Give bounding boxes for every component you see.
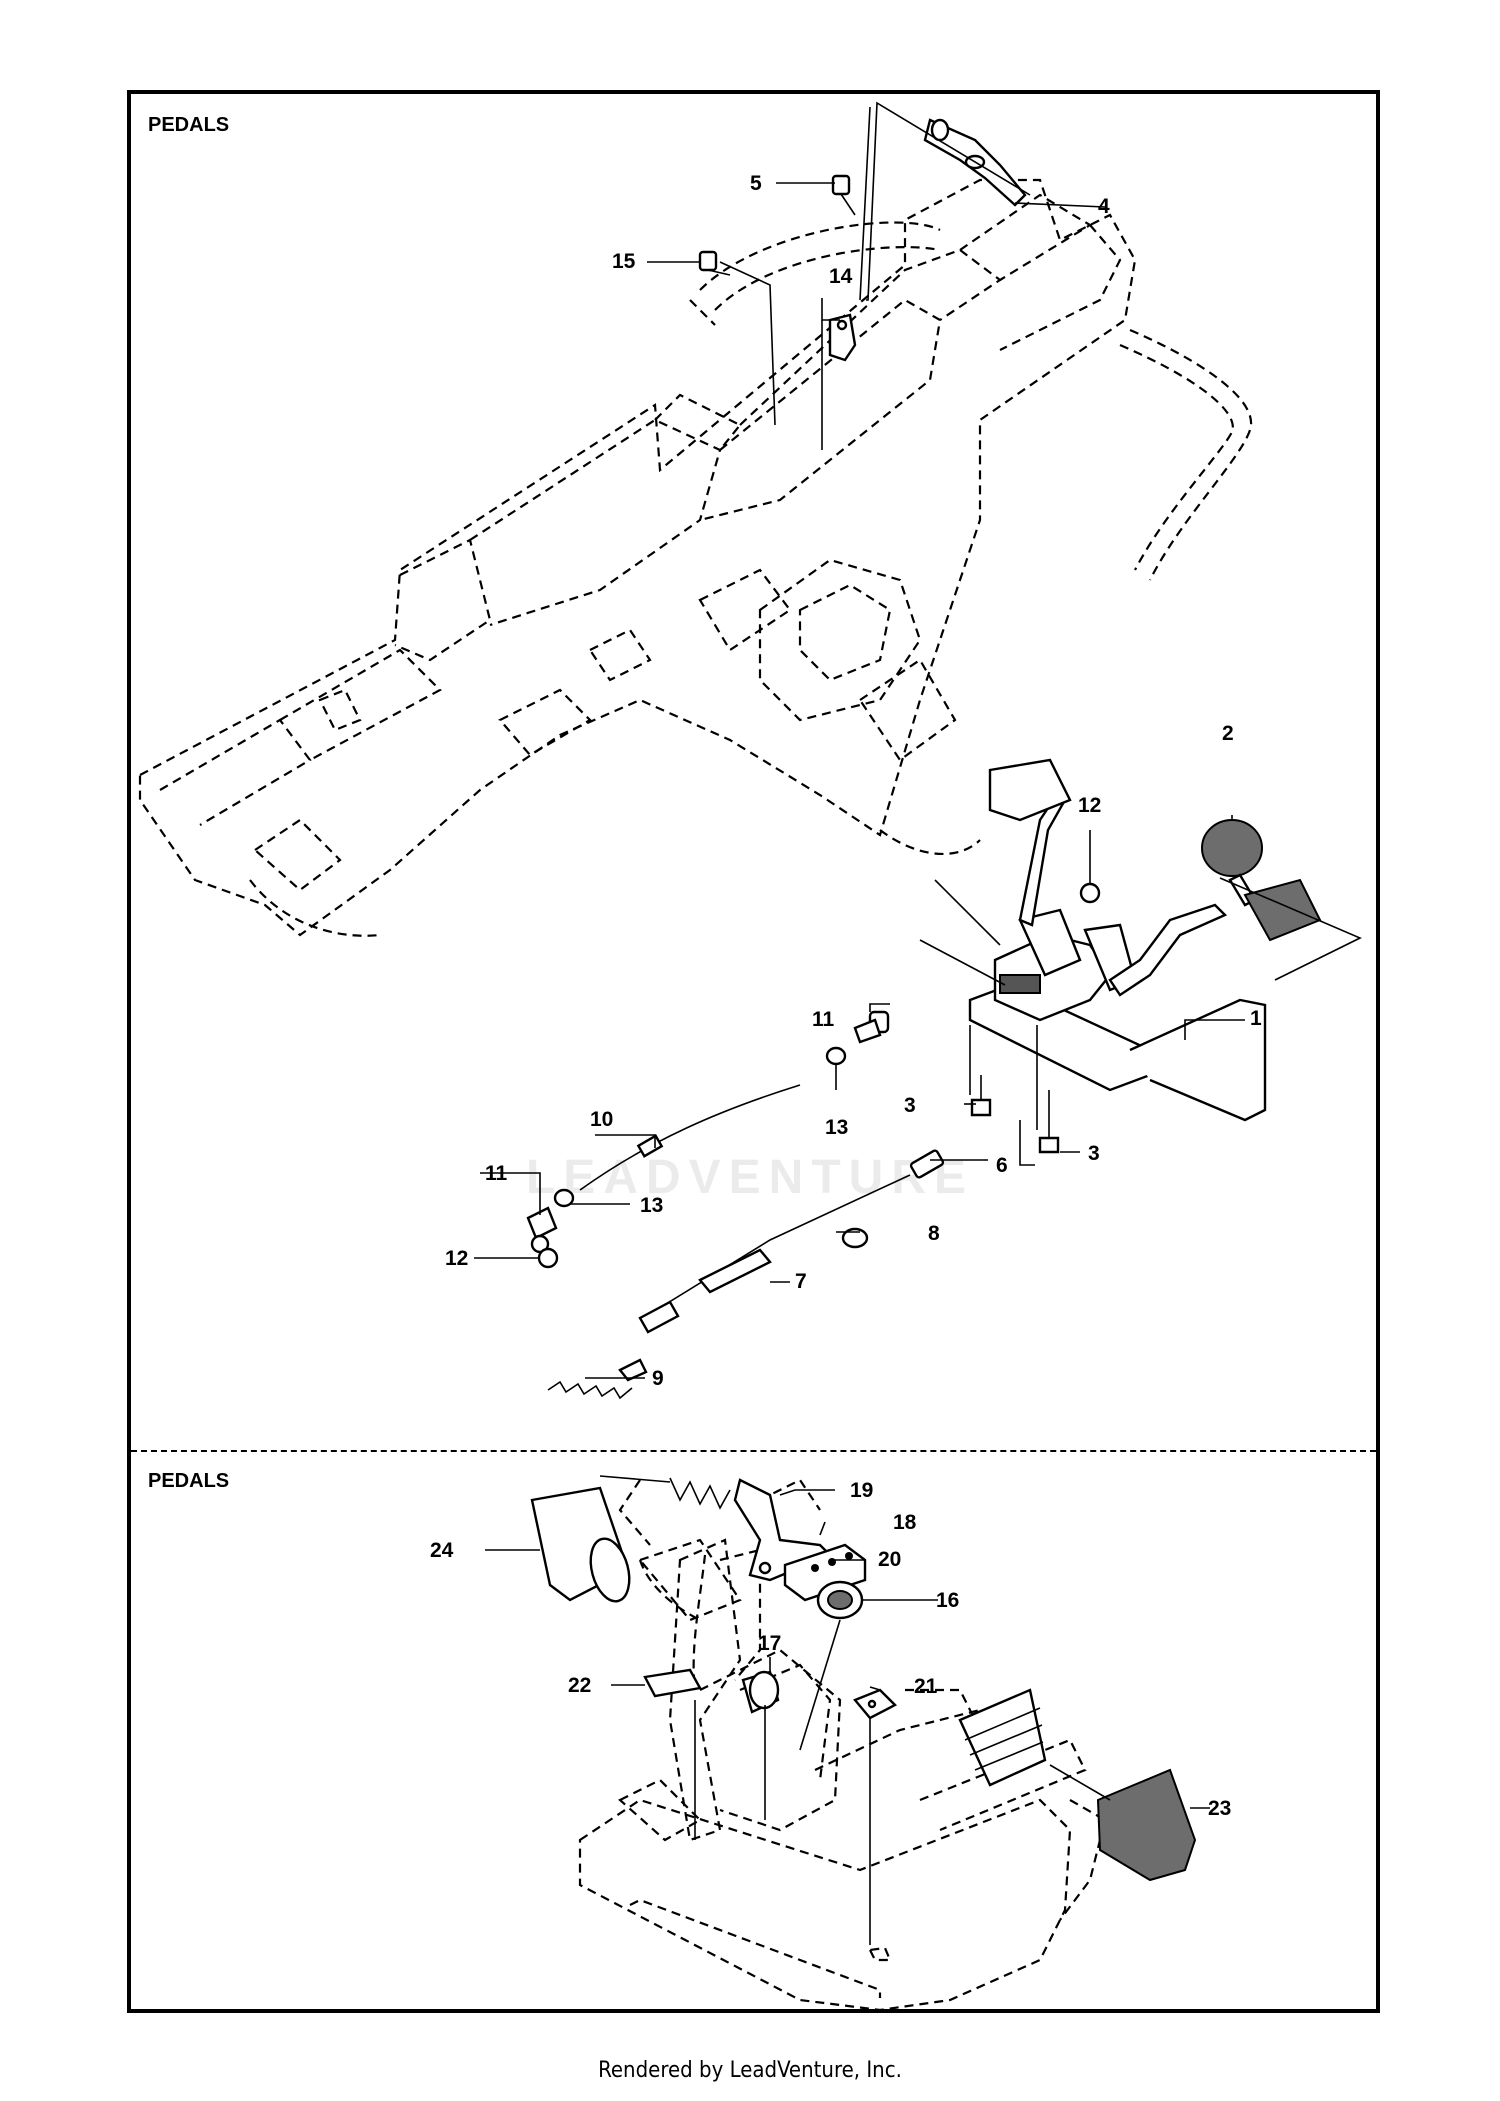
- part-11-ball-joint-upper: [853, 1010, 890, 1044]
- callout-22: 22: [568, 1674, 591, 1697]
- footer-credit: Rendered by LeadVenture, Inc.: [598, 2058, 902, 2083]
- callout-8: 8: [928, 1222, 940, 1245]
- part-8-clip: [841, 1227, 869, 1249]
- part-upper-pedal-pad: [988, 758, 1072, 822]
- part-1-pedal-assembly: [968, 787, 1267, 1122]
- callout-15: 15: [612, 250, 636, 273]
- part-21-clip: [853, 1688, 898, 1720]
- diagram-frame: [127, 90, 1380, 2013]
- part-5-bolt: [831, 174, 856, 216]
- part-10-rod: [579, 1084, 801, 1191]
- callout-3-right: 3: [1088, 1142, 1100, 1165]
- callout-3-left: 3: [904, 1094, 916, 1117]
- part-14-bracket: [828, 313, 857, 362]
- part-13-nut-lower: [553, 1188, 575, 1208]
- part-3-bolt-left: [970, 1075, 992, 1117]
- part-24-pedal-sleeve: [530, 1486, 631, 1603]
- callout-10: 10: [590, 1108, 613, 1131]
- callout-23: 23: [1208, 1797, 1231, 1820]
- section-title-bottom: PEDALS: [148, 1470, 230, 1492]
- lower-pedal-assembly-phantom: [578, 1478, 1107, 2012]
- callout-9: 9: [652, 1367, 664, 1390]
- part-6-cable-end: [909, 1149, 945, 1179]
- callout-14: 14: [829, 265, 853, 288]
- lower-pedal-grip-left-phantom: [638, 1538, 742, 1622]
- part-17-spacer: [741, 1670, 780, 1714]
- callout-12-lower: 12: [445, 1247, 468, 1270]
- part-19-spring: [599, 1475, 731, 1510]
- callout-7: 7: [795, 1270, 807, 1293]
- callout-13-upper: 13: [825, 1116, 848, 1139]
- part-12-nut-lower: [537, 1247, 559, 1269]
- section-title-top: PEDALS: [148, 114, 230, 136]
- part-right-pedal-pad: [1243, 878, 1322, 942]
- callout-16: 16: [936, 1589, 959, 1612]
- leader-lines-bottom: [485, 1489, 1210, 1945]
- part-16-bushing: [816, 1580, 864, 1620]
- callout-11-upper: 11: [812, 1008, 835, 1031]
- part-15-bolt: [698, 250, 731, 276]
- callout-20: 20: [878, 1548, 901, 1571]
- callout-labels: 1 2 3 3 4 5 6 7 8 9 10 11 11 12 12 13 13…: [430, 172, 1262, 1820]
- part-12-nut-upper: [1079, 882, 1101, 904]
- part-9-spring: [547, 1358, 648, 1400]
- leader-lines-top: [474, 101, 1362, 1379]
- tractor-frame-phantom: [138, 178, 1253, 937]
- callout-19: 19: [850, 1479, 873, 1502]
- callout-21: 21: [914, 1675, 938, 1698]
- part-7-cable: [638, 1174, 911, 1334]
- part-pedal-grip: [958, 1688, 1047, 1787]
- callout-4: 4: [1098, 195, 1110, 218]
- part-3-bolt-right: [1038, 1090, 1060, 1154]
- callout-1: 1: [1250, 1007, 1262, 1030]
- callout-24: 24: [430, 1539, 454, 1562]
- callout-12-upper: 12: [1078, 794, 1101, 817]
- callout-6: 6: [996, 1154, 1008, 1177]
- part-23-pedal-pad: [1096, 1768, 1197, 1882]
- callout-17: 17: [758, 1632, 781, 1655]
- part-13-nut-upper: [825, 1046, 847, 1066]
- callout-2: 2: [1222, 722, 1234, 745]
- callout-18: 18: [893, 1511, 917, 1534]
- section-divider: [131, 1450, 1376, 1452]
- part-11-ball-joint-lower: [526, 1206, 558, 1254]
- callout-13-lower: 13: [640, 1194, 663, 1217]
- part-22-plate: [643, 1668, 702, 1698]
- callout-5: 5: [750, 172, 762, 195]
- callout-11-lower: 11: [485, 1162, 508, 1185]
